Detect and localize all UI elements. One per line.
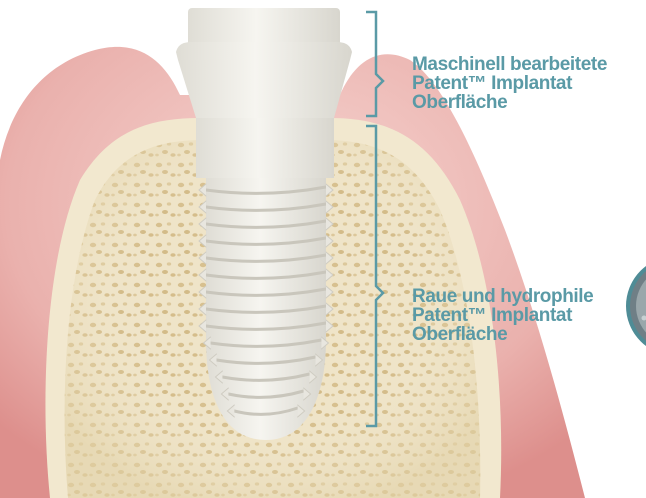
rough-line-3: Oberfläche [412, 325, 593, 344]
machined-line-1: Maschinell bearbeitete [412, 55, 607, 74]
machined-line-2: Patent™ Implantat [412, 74, 607, 93]
magnifier-circle-icon [628, 258, 646, 354]
rough-surface-label: Raue und hydrophile Patent™ Implantat Ob… [412, 287, 593, 344]
rough-line-1: Raue und hydrophile [412, 287, 593, 306]
machined-surface-label: Maschinell bearbeitete Patent™ Implantat… [412, 55, 607, 112]
rough-line-2: Patent™ Implantat [412, 306, 593, 325]
machined-line-3: Oberfläche [412, 93, 607, 112]
